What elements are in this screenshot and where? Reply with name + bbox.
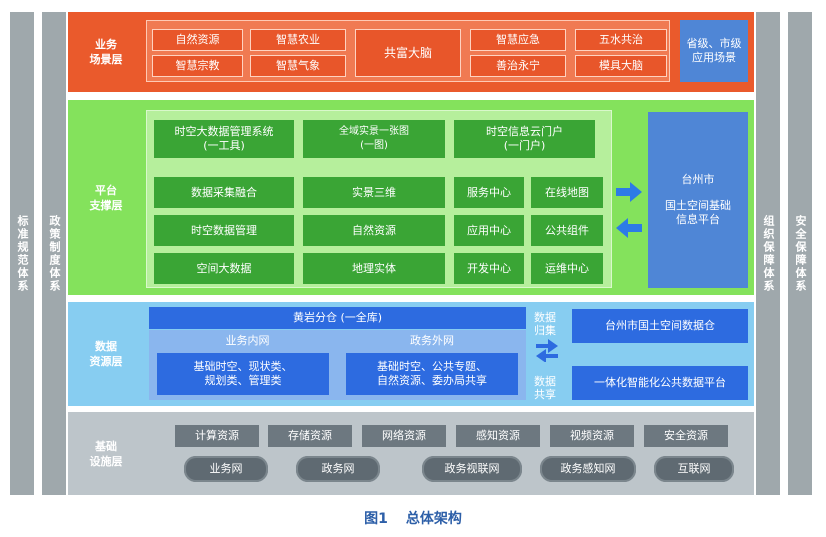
figure-title: 总体架构 [405, 511, 462, 527]
service-center: 服务中心 [454, 177, 524, 208]
security-guarantee-label: 安全保障体系 [794, 214, 807, 293]
standards-system-bar: 标准规范体系 [10, 12, 34, 495]
arrow-right-icon [616, 182, 642, 202]
security-resources: 安全资源 [644, 425, 728, 447]
geographic-entity: 地理实体 [303, 253, 445, 284]
standards-system-label: 标准规范体系 [16, 214, 29, 293]
figure-number: 图1 [364, 511, 388, 527]
data-arrows [536, 339, 558, 362]
infrastructure-layer-label: 基础 设施层 [89, 439, 123, 468]
figure-caption: 图1 总体架构 [0, 507, 826, 529]
development-center: 开发中心 [454, 253, 524, 284]
video-resources: 视频资源 [550, 425, 634, 447]
compute-resources: 计算资源 [175, 425, 259, 447]
data-sharing-label: 数据 共享 [534, 375, 556, 401]
public-components: 公共组件 [531, 215, 603, 246]
taizhou-basic-info-platform: 台州市 国土空间基础 信息平台 [648, 112, 748, 288]
scene-smart-weather: 智慧气象 [250, 55, 346, 77]
storage-resources: 存储资源 [268, 425, 352, 447]
policy-system-label: 政策制度体系 [48, 214, 61, 293]
government-network-cloud: 政务网 [296, 456, 380, 482]
internet-cloud: 互联网 [654, 456, 734, 482]
business-network-cloud: 业务网 [184, 456, 268, 482]
sensing-resources: 感知资源 [456, 425, 540, 447]
taizhou-title: 台州市 [681, 173, 715, 186]
arrow-left-icon [536, 349, 558, 362]
realistic-map: 全域实景一张图 (一图) [303, 120, 445, 158]
integrated-public-data-platform: 一体化智能化公共数据平台 [572, 366, 748, 400]
business-layer-label: 业务 场景层 [89, 38, 123, 66]
extranet-data-categories: 基础时空、公共专题、 自然资源、委办局共享 [346, 353, 518, 395]
network-resources: 网络资源 [362, 425, 446, 447]
data-layer-label: 数据 资源层 [89, 340, 123, 368]
arrow-right-icon [536, 339, 558, 353]
scene-smart-agriculture: 智慧农业 [250, 29, 346, 51]
basic-info-platform-label: 国土空间基础 信息平台 [665, 199, 731, 226]
platform-layer-label: 平台 支撑层 [89, 183, 123, 212]
scene-good-governance: 善治永宁 [470, 55, 566, 77]
organization-guarantee-bar: 组织保障体系 [756, 12, 780, 495]
platform-exchange-arrows [616, 182, 642, 238]
spatial-big-data: 空间大数据 [154, 253, 294, 284]
spatiotemporal-portal: 时空信息云门户 (一门户) [454, 120, 595, 158]
huangyan-warehouse-header: 黄岩分仓 (一全库) [149, 307, 526, 329]
government-extranet-label: 政务外网 [410, 334, 454, 347]
operations-center: 运维中心 [531, 253, 603, 284]
scene-natural-resources: 自然资源 [152, 29, 243, 51]
realistic-3d: 实景三维 [303, 177, 445, 208]
scene-smart-religion: 智慧宗教 [152, 55, 243, 77]
common-prosperity-brain: 共富大脑 [355, 29, 461, 77]
data-collection-label: 数据 归集 [534, 311, 556, 337]
scene-five-water: 五水共治 [575, 29, 667, 51]
platform-natural-resources: 自然资源 [303, 215, 445, 246]
scene-mold-brain: 模具大脑 [575, 55, 667, 77]
online-map: 在线地图 [531, 177, 603, 208]
government-sensing-network-cloud: 政务感知网 [540, 456, 636, 482]
government-video-network-cloud: 政务视联网 [422, 456, 522, 482]
taizhou-spatial-data-warehouse: 台州市国土空间数据仓 [572, 309, 748, 343]
provincial-city-scenes: 省级、市级 应用场景 [680, 20, 748, 82]
application-center: 应用中心 [454, 215, 524, 246]
policy-system-bar: 政策制度体系 [42, 12, 66, 495]
intranet-data-categories: 基础时空、现状类、 规划类、管理类 [157, 353, 329, 395]
spatiotemporal-data-tool: 时空大数据管理系统 (一工具) [154, 120, 294, 158]
data-collection-fusion: 数据采集融合 [154, 177, 294, 208]
arrow-left-icon [616, 218, 642, 238]
spatiotemporal-data-management: 时空数据管理 [154, 215, 294, 246]
security-guarantee-bar: 安全保障体系 [788, 12, 812, 495]
scene-smart-emergency: 智慧应急 [470, 29, 566, 51]
organization-guarantee-label: 组织保障体系 [762, 214, 775, 293]
business-intranet-label: 业务内网 [225, 334, 270, 347]
